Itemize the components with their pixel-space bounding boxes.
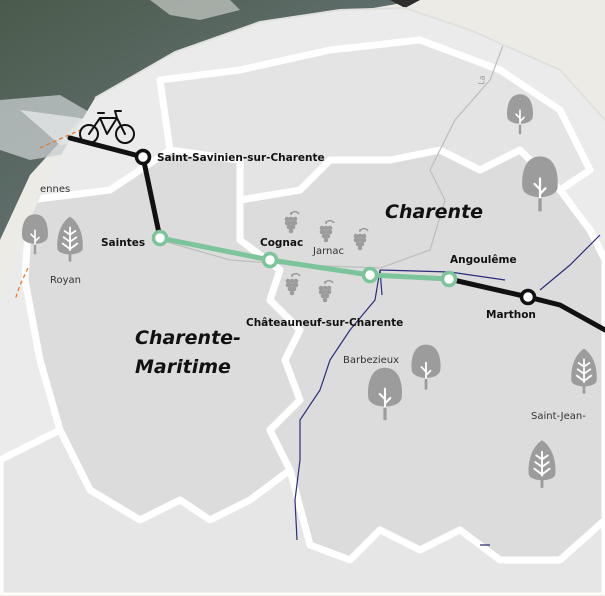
grapes-icon <box>353 227 369 251</box>
stop-label-marthon: Marthon <box>486 309 536 321</box>
dashed-coast-line <box>14 127 86 301</box>
grapes-icon <box>318 279 334 303</box>
route-black-east <box>446 276 605 333</box>
route-green <box>157 235 452 282</box>
town-label-barbezieux: Barbezieux <box>343 355 399 366</box>
stop-marker-saint-savinien[interactable] <box>134 148 152 166</box>
grapes-icon <box>284 210 300 234</box>
tree-icon <box>368 367 402 421</box>
town-label-royan: Royan <box>50 275 81 286</box>
stop-label-angouleme: Angoulême <box>450 254 517 266</box>
stop-label-saintes: Saintes <box>101 237 145 249</box>
region-label-charente-maritime-1: Charente- <box>135 327 241 349</box>
stop-marker-chateauneuf[interactable] <box>361 266 379 284</box>
town-label-jarnac: Jarnac <box>312 246 344 257</box>
pine-tree-icon <box>528 440 556 488</box>
bicycle-icon <box>79 110 135 144</box>
tree-icon <box>22 214 48 255</box>
stop-label-chateauneuf: Châteauneuf-sur-Charente <box>246 317 403 329</box>
tree-icon <box>507 94 533 135</box>
region-label-charente: Charente <box>385 201 483 223</box>
tree-icons <box>22 94 597 488</box>
grapes-icon <box>319 219 335 243</box>
stop-marker-angouleme[interactable] <box>440 270 458 288</box>
town-label-partial: ennes <box>40 184 70 195</box>
town-label-saint-jean: Saint-Jean- <box>531 411 586 422</box>
grape-icons <box>284 210 369 303</box>
pine-tree-icon <box>571 348 597 394</box>
stop-label-cognac: Cognac <box>260 237 303 249</box>
tree-icon <box>411 344 441 390</box>
pine-tree-icon <box>57 216 83 262</box>
stop-label-saint-savinien: Saint-Savinien-sur-Charente <box>157 152 325 164</box>
tree-icon <box>522 156 558 212</box>
stop-marker-cognac[interactable] <box>261 251 279 269</box>
stop-marker-saintes[interactable] <box>151 229 169 247</box>
road-label: La <box>477 75 487 85</box>
stop-marker-marthon[interactable] <box>519 288 537 306</box>
grapes-icon <box>285 272 301 296</box>
region-label-charente-maritime-2: Maritime <box>135 356 231 378</box>
